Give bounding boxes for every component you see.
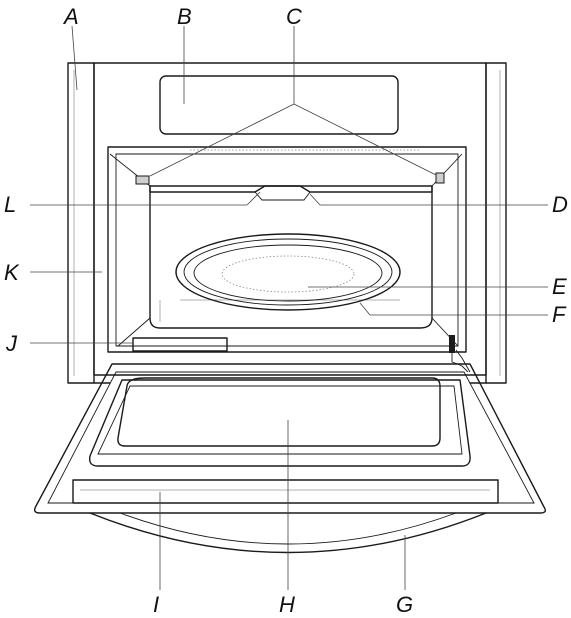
top-panel <box>159 75 399 135</box>
model-plate <box>132 337 228 352</box>
oven-cavity <box>109 153 463 347</box>
door-outer <box>33 363 547 514</box>
callout-labels: A B C L D K E F J I H G <box>4 4 568 617</box>
label-j: J <box>5 331 18 356</box>
label-i: I <box>153 592 159 617</box>
label-l: L <box>4 192 16 217</box>
leader-a <box>71 25 78 91</box>
oven-frame <box>67 62 507 384</box>
label-h: H <box>279 592 295 617</box>
leader-l-tip <box>246 191 261 206</box>
left-side-trim <box>67 62 95 384</box>
label-c: C <box>286 4 302 29</box>
label-f: F <box>552 302 567 327</box>
door-handle-strip <box>72 479 499 504</box>
turntable <box>175 233 401 311</box>
label-d: D <box>552 192 568 217</box>
cavity-top-trim <box>149 185 433 193</box>
label-k: K <box>4 260 20 285</box>
leader-f-tip <box>359 302 371 316</box>
leader-lines <box>30 25 548 590</box>
label-b: B <box>177 4 192 29</box>
leader-d-tip <box>309 193 321 206</box>
cavity-opening <box>107 146 467 353</box>
leader-c-right <box>293 103 437 176</box>
label-a: A <box>62 4 79 29</box>
door-window-frame <box>88 379 471 467</box>
right-side-trim <box>485 62 507 384</box>
turntable-outer-rim <box>175 233 401 311</box>
door-window <box>117 377 441 447</box>
label-g: G <box>396 592 413 617</box>
leader-c-left <box>149 103 295 177</box>
right-light-icon <box>435 172 445 184</box>
cavity-lights <box>135 172 445 185</box>
door-latch <box>449 335 471 373</box>
label-e: E <box>552 274 567 299</box>
left-light-icon <box>135 175 150 185</box>
oven-door <box>33 363 547 554</box>
